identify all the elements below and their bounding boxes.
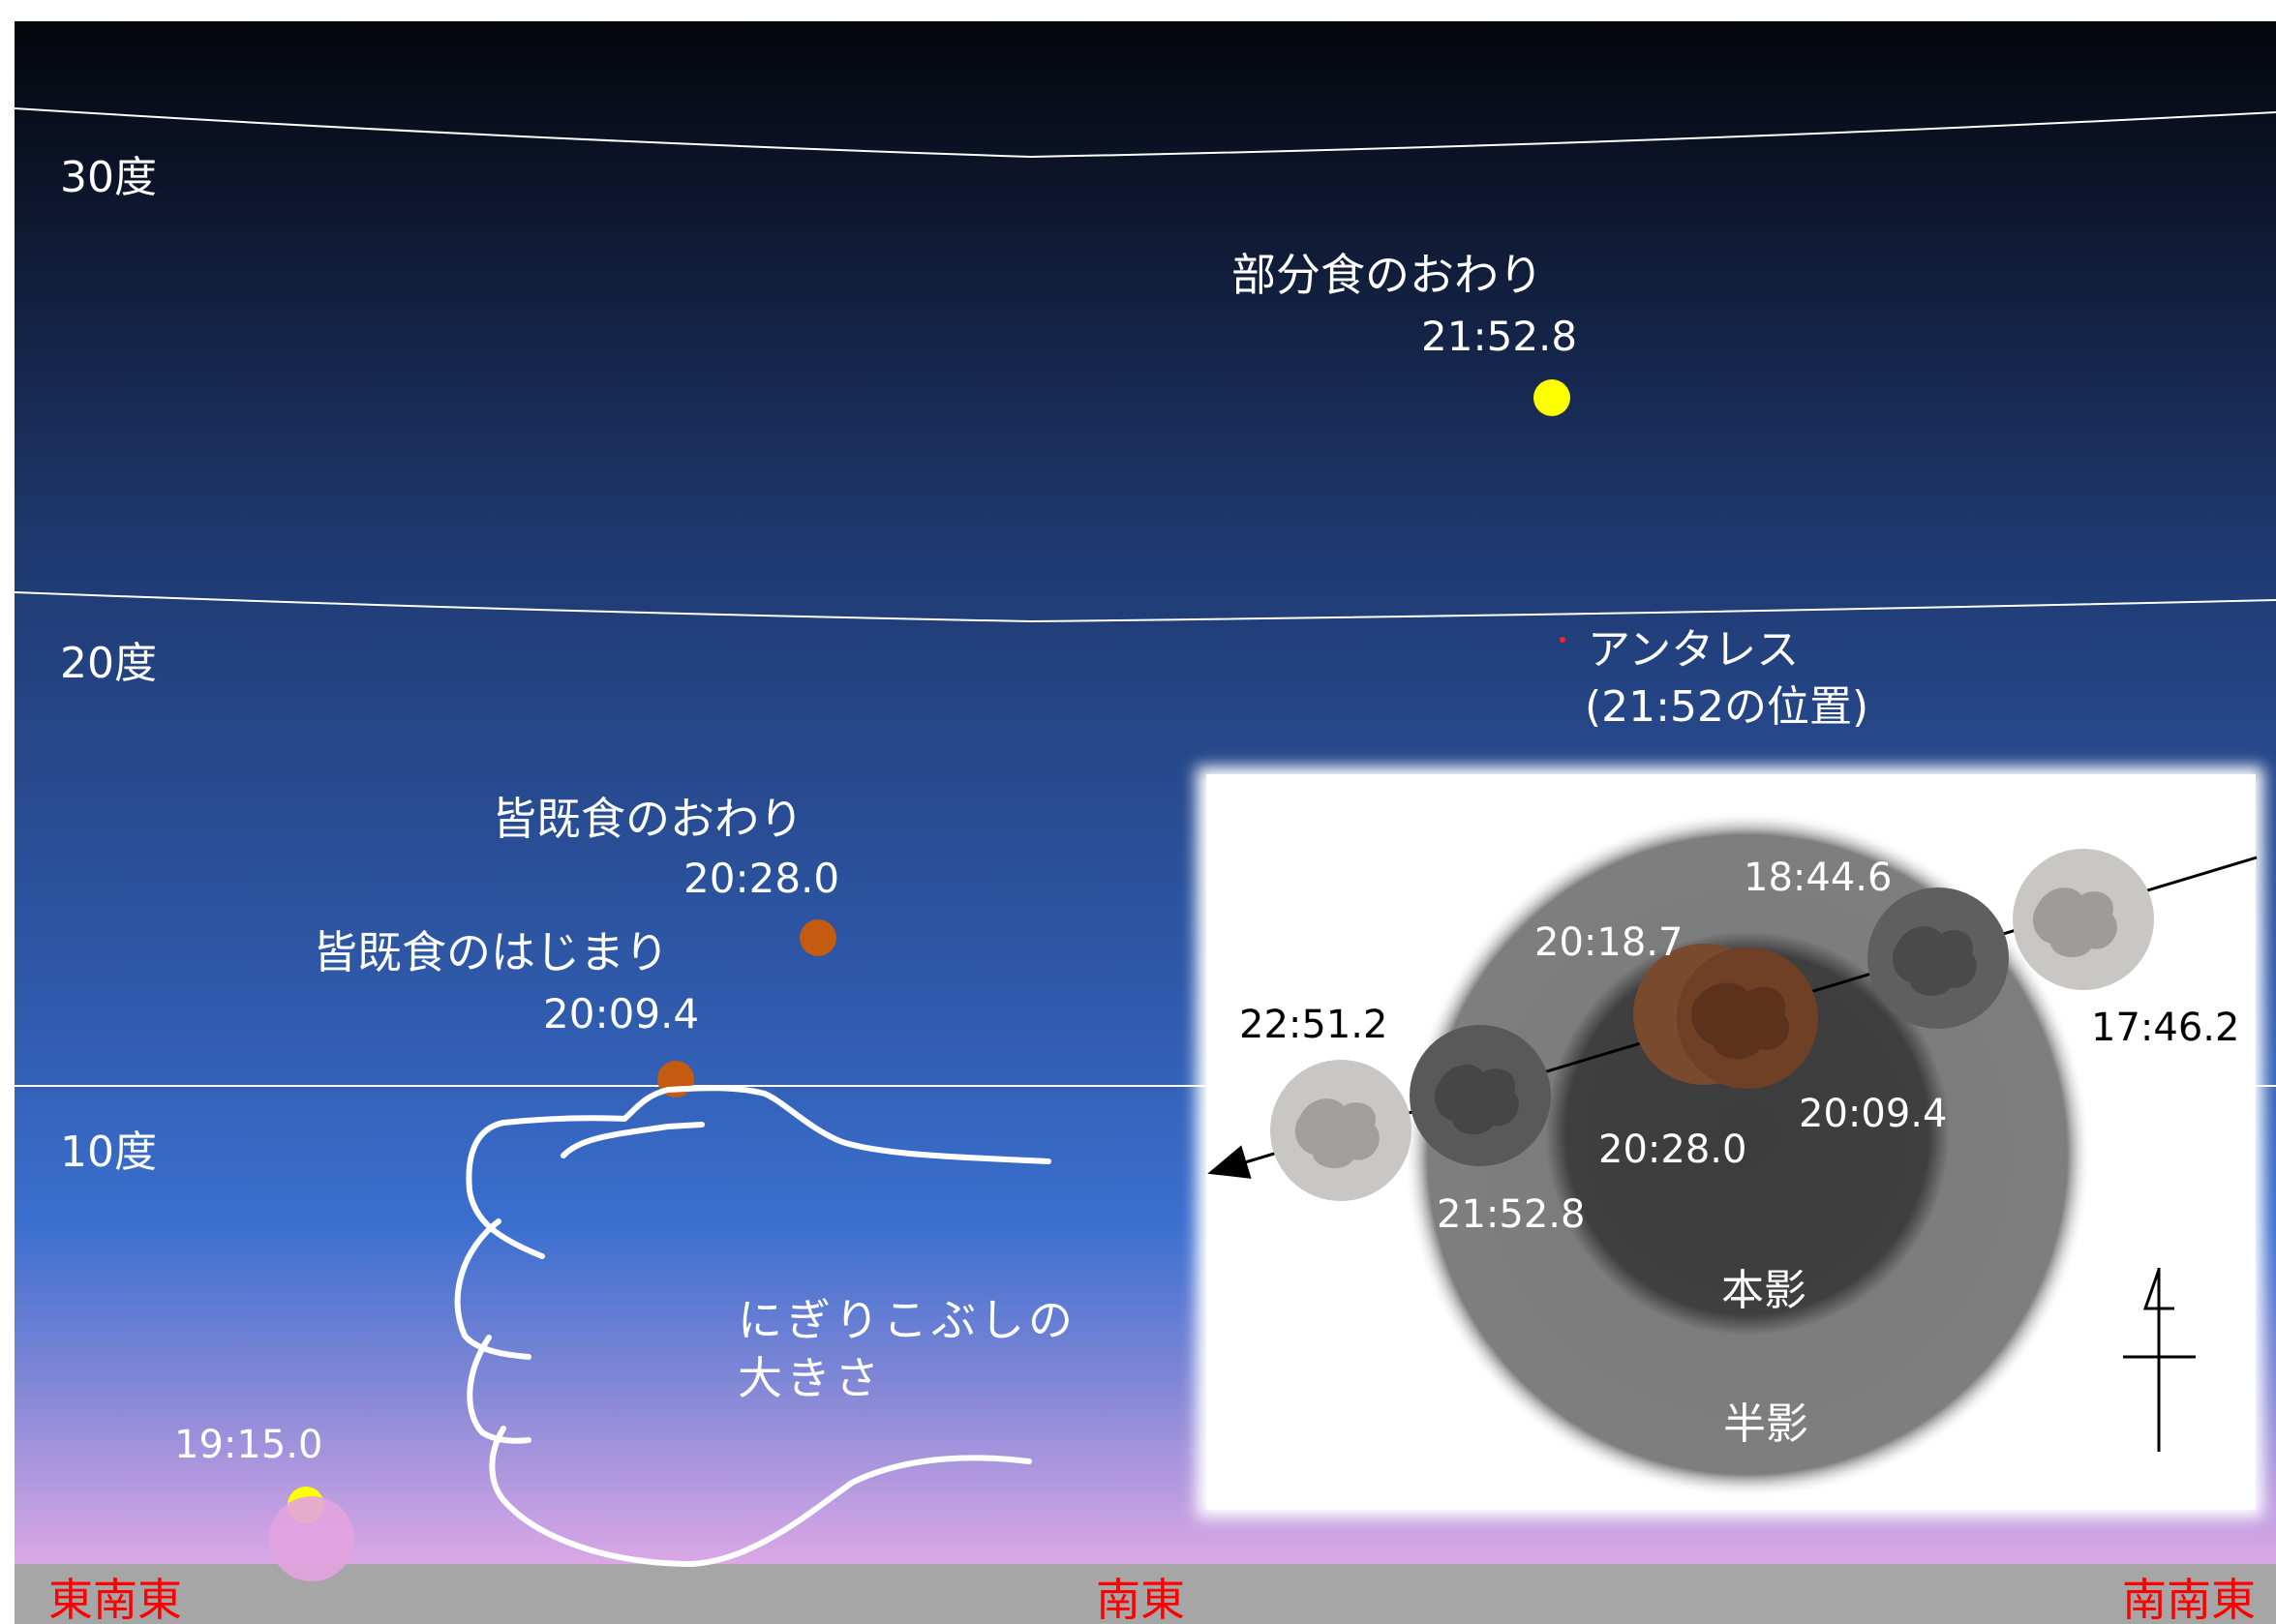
direction-se: 南東 — [1096, 1574, 1185, 1624]
ground — [15, 1564, 2276, 1624]
inset-time-2028: 20:28.0 — [1598, 1128, 1746, 1172]
moon-disc-2251 — [1270, 1060, 1411, 1201]
inset-time-2152: 21:52.8 — [1437, 1192, 1585, 1237]
umbra-label: 本影 — [1721, 1266, 1806, 1315]
moon-partial-end — [1533, 379, 1570, 416]
moon-disc-1746 — [2013, 849, 2154, 990]
moon-disc-totality — [1633, 944, 1818, 1089]
moon-disc-1844 — [1867, 887, 2009, 1029]
total-end-time: 20:28.0 — [683, 855, 839, 902]
inset-time-1844: 18:44.6 — [1744, 856, 1892, 900]
antares-position-note: (21:52の位置) — [1585, 682, 1868, 732]
altitude-label-30: 30度 — [60, 153, 157, 202]
partial-end-label: 部分食のおわり — [1231, 249, 1543, 301]
compass-icon — [2123, 1268, 2196, 1452]
total-start-label: 皆既食のはじまり — [313, 926, 669, 978]
total-end-label: 皆既食のおわり — [492, 793, 804, 845]
moon-rising-glow — [269, 1496, 354, 1581]
altitude-line-30 — [14, 107, 2276, 159]
inset-time-2018: 20:18.7 — [1534, 920, 1683, 965]
inset-time-2251: 22:51.2 — [1239, 1003, 1387, 1047]
fist-caption-line1: にぎりこぶしの — [738, 1294, 1077, 1346]
total-start-time: 20:09.4 — [543, 990, 699, 1038]
inset-time-2009: 20:09.4 — [1799, 1092, 1947, 1136]
altitude-label-20: 20度 — [60, 639, 157, 688]
fist-outline — [454, 1085, 1051, 1567]
antares-label: アンタレス — [1588, 625, 1799, 675]
inset-time-1746: 17:46.2 — [2091, 1006, 2239, 1050]
eclipse-inset: 22:51.2 21:52.8 20:28.0 20:18.7 20:09.4 … — [1197, 767, 2263, 1518]
direction-ese: 東南東 — [48, 1574, 182, 1624]
altitude-label-10: 10度 — [60, 1128, 157, 1177]
altitude-line-20 — [14, 591, 2276, 623]
direction-sse: 南南東 — [2122, 1574, 2256, 1624]
moon-total-end — [800, 919, 836, 956]
moon-disc-2152 — [1410, 1025, 1551, 1166]
penumbra-label: 半影 — [1723, 1399, 1808, 1449]
fist-caption-line2: 大きさ — [738, 1352, 883, 1404]
partial-end-time: 21:52.8 — [1421, 313, 1577, 360]
antares-star — [1560, 637, 1565, 643]
moonrise-time: 19:15.0 — [174, 1423, 322, 1467]
